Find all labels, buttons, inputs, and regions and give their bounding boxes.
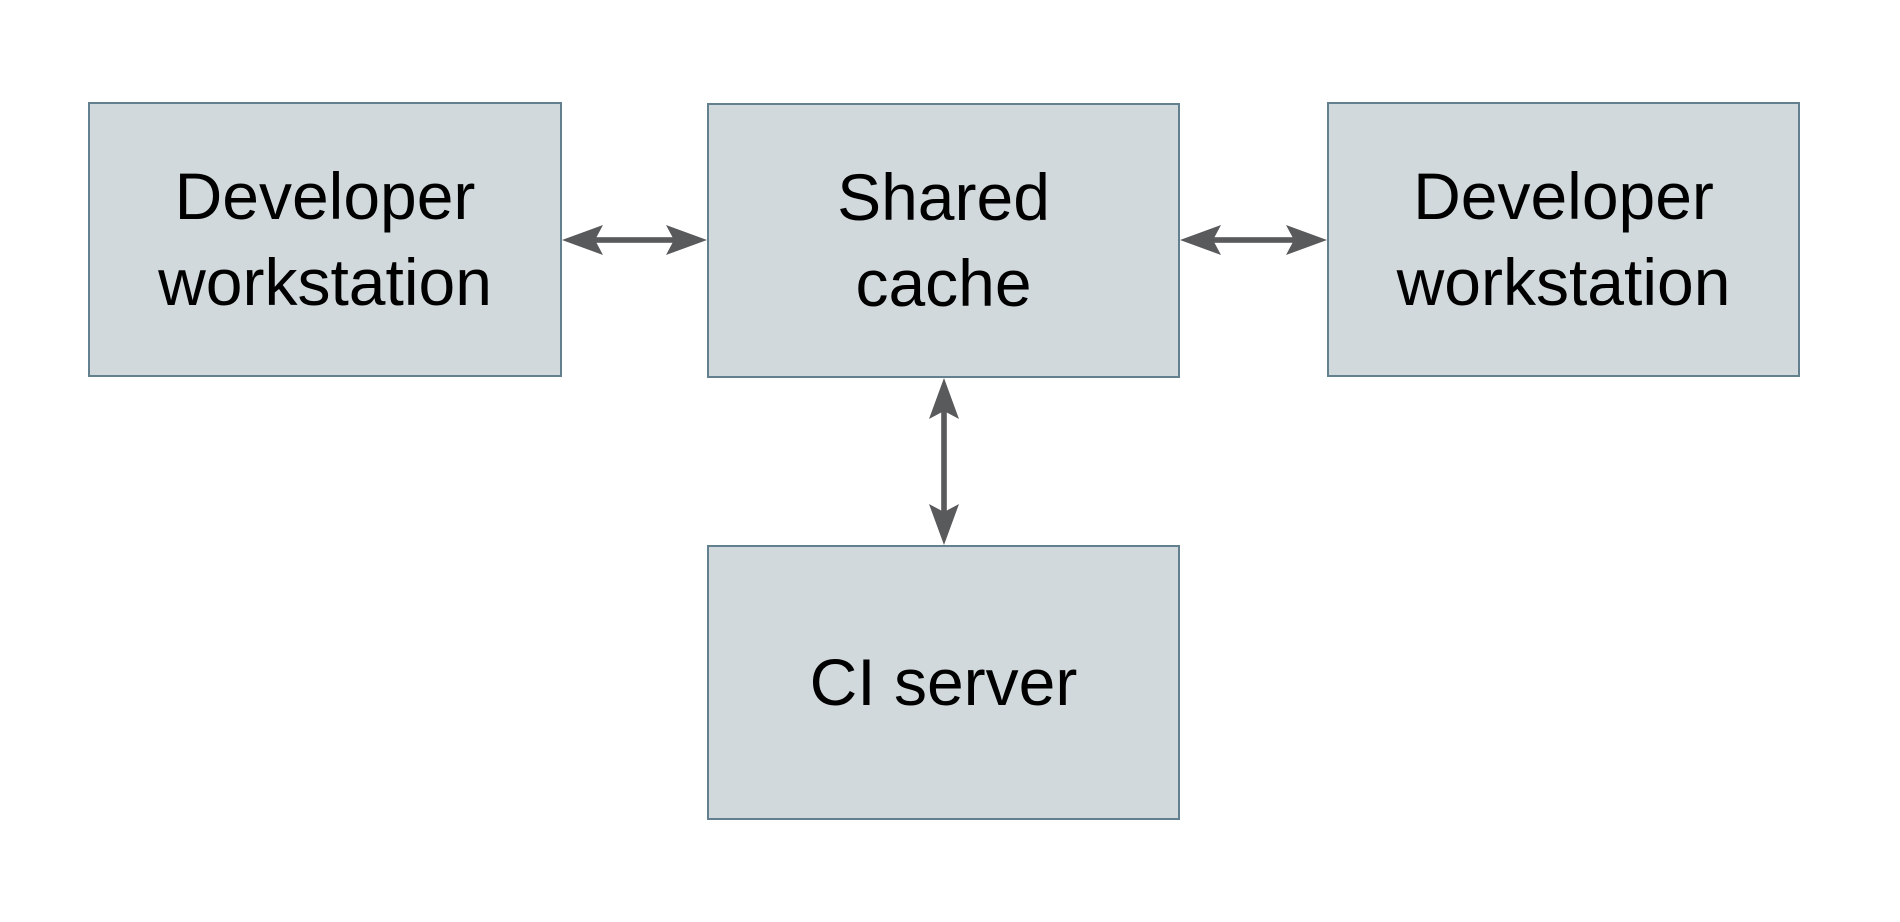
bidirectional-arrow-cache-to-ci-server-icon bbox=[922, 378, 966, 545]
node-label-line: Developer bbox=[174, 158, 476, 233]
node-developer-workstation-right: Developer workstation bbox=[1327, 102, 1800, 377]
node-label-line: Shared bbox=[837, 159, 1050, 234]
bidirectional-arrow-cache-to-right-workstation-icon bbox=[1180, 218, 1327, 262]
node-developer-workstation-left: Developer workstation bbox=[88, 102, 562, 377]
node-label-line: Developer bbox=[1413, 158, 1714, 233]
node-label-line: cache bbox=[855, 245, 1032, 320]
node-label-line: workstation bbox=[1396, 244, 1731, 319]
node-label-line: CI server bbox=[809, 644, 1078, 719]
node-shared-cache: Shared cache bbox=[707, 103, 1180, 378]
bidirectional-arrow-left-workstation-to-cache-icon bbox=[562, 218, 707, 262]
node-ci-server: CI server bbox=[707, 545, 1180, 820]
node-label-line: workstation bbox=[158, 244, 492, 319]
